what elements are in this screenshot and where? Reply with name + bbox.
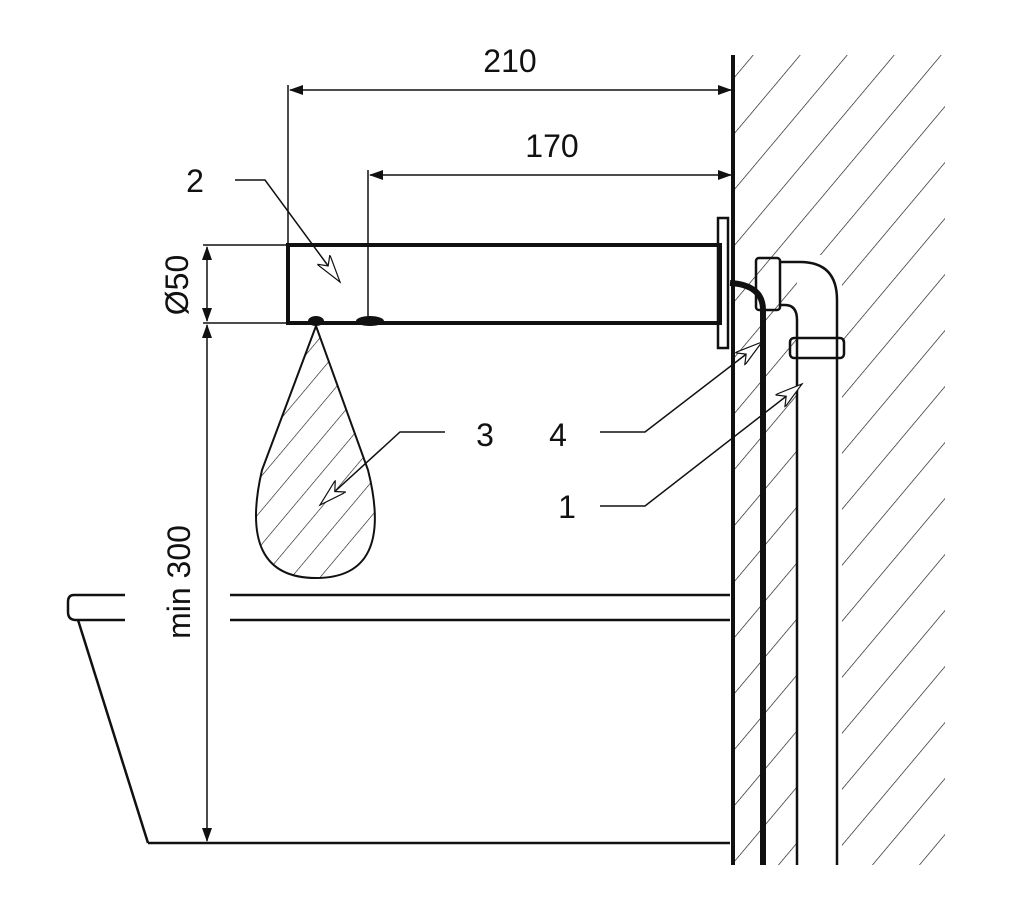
water-stream [255,323,376,580]
dimension-label: 210 [483,43,536,79]
pipe-nut [788,336,846,360]
wall-flange [716,216,730,350]
dimension-170: 170 [367,128,732,320]
dimension-label: min 300 [161,525,197,639]
sensor [356,316,384,326]
wall [731,55,945,865]
spout [286,216,730,350]
callout-2: 2 [186,163,340,282]
callout-label: 2 [186,163,204,199]
dimension-210: 210 [287,43,732,245]
pipe-fitting [754,256,782,312]
sensor-cable [729,280,766,865]
dimension-label: 170 [525,128,578,164]
dimension-label: Ø50 [159,255,195,315]
outlet [308,316,324,326]
callout-1: 1 [558,384,802,525]
dimension-min-height: min 300 [161,324,212,842]
basin [66,593,730,845]
supply-pipe [729,256,846,865]
dimension-diameter: Ø50 [159,244,288,324]
callout-3: 3 [320,417,494,505]
callout-4: 4 [549,342,762,453]
callout-label: 4 [549,417,567,453]
callout-label: 1 [558,489,576,525]
callout-label: 3 [476,417,494,453]
